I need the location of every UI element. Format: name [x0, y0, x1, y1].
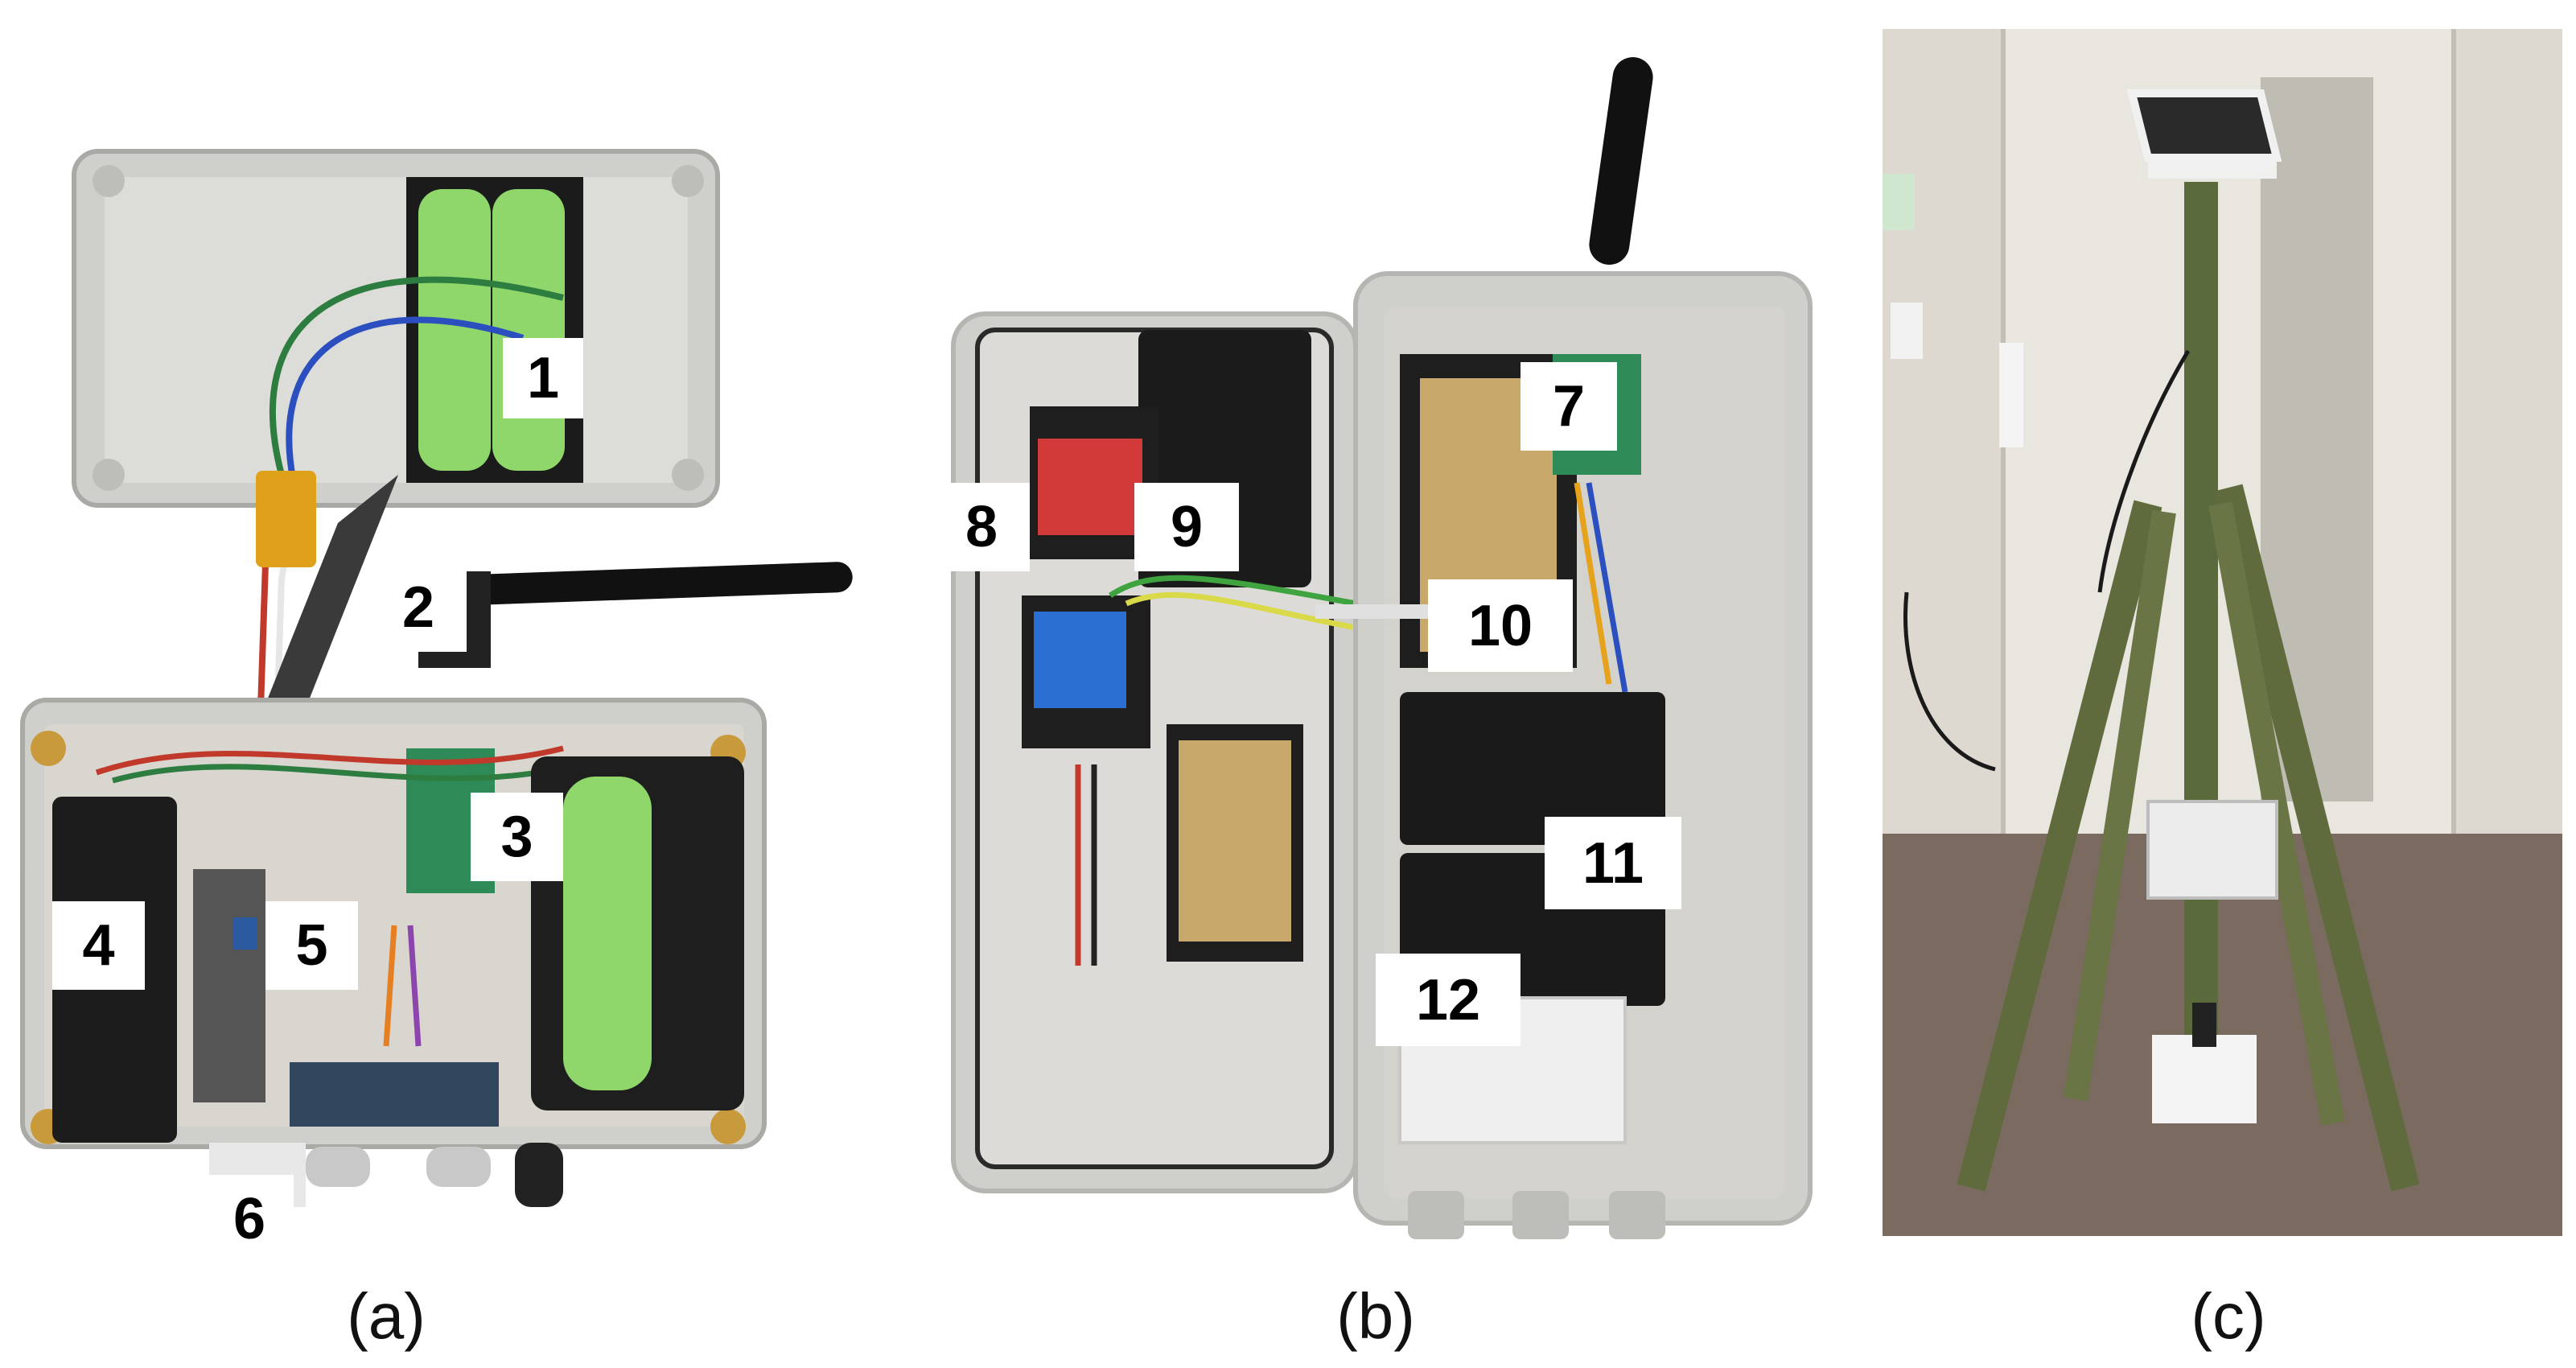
label-3: 3	[471, 793, 563, 881]
panel-b: 7 8 9 10 11 12 (b)	[917, 0, 1818, 1368]
label-2: 2	[370, 563, 467, 652]
label-5: 5	[265, 901, 358, 990]
label-10: 10	[1428, 579, 1573, 672]
caption-c: (c)	[2191, 1280, 2266, 1352]
label-8: 8	[933, 483, 1030, 571]
panel-a-photo	[20, 149, 853, 1207]
label-11: 11	[1545, 817, 1681, 909]
panel-a: 1 2 3 4 5 6 (a)	[0, 0, 885, 1368]
panel-b-photo	[951, 57, 1813, 1239]
label-4: 4	[52, 901, 145, 990]
panel-c	[1883, 29, 2562, 1236]
label-1: 1	[503, 338, 583, 418]
label-9: 9	[1134, 483, 1239, 571]
label-7: 7	[1520, 362, 1617, 451]
panel-c-photo	[1883, 29, 2562, 1236]
caption-a: (a)	[347, 1280, 426, 1352]
label-6: 6	[205, 1175, 294, 1263]
label-12: 12	[1376, 954, 1520, 1046]
caption-b: (b)	[1336, 1280, 1415, 1352]
